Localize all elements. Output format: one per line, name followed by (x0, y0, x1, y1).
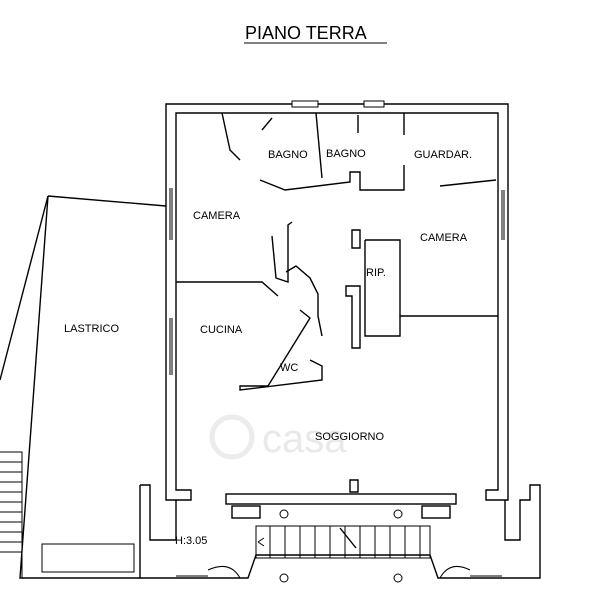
watermark: casa (209, 414, 347, 461)
room-label-camera-left: CAMERA (193, 210, 241, 222)
height-label: H:3.05 (175, 535, 207, 547)
room-label-cucina: CUCINA (200, 324, 243, 336)
room-label-wc: WC (280, 362, 298, 374)
interior-walls (176, 112, 498, 493)
room-label-bagno-1: BAGNO (268, 149, 308, 161)
outer-walls (165, 100, 509, 501)
room-label-bagno-2: BAGNO (326, 148, 366, 160)
entrance-porch (139, 484, 541, 583)
room-label-lastrico: LASTRICO (64, 323, 119, 335)
lastrico-terrace (0, 195, 167, 579)
plan-title: PIANO TERRA (245, 23, 367, 43)
room-label-soggiorno: SOGGIORNO (315, 431, 385, 443)
room-label-ripostiglio: RIP. (366, 267, 386, 279)
room-label-guardaroba: GUARDAR. (414, 149, 472, 161)
exterior-staircase (0, 451, 23, 578)
room-label-camera-right: CAMERA (420, 232, 468, 244)
watermark-text: casa (262, 417, 347, 461)
staircase-steps (257, 526, 421, 558)
